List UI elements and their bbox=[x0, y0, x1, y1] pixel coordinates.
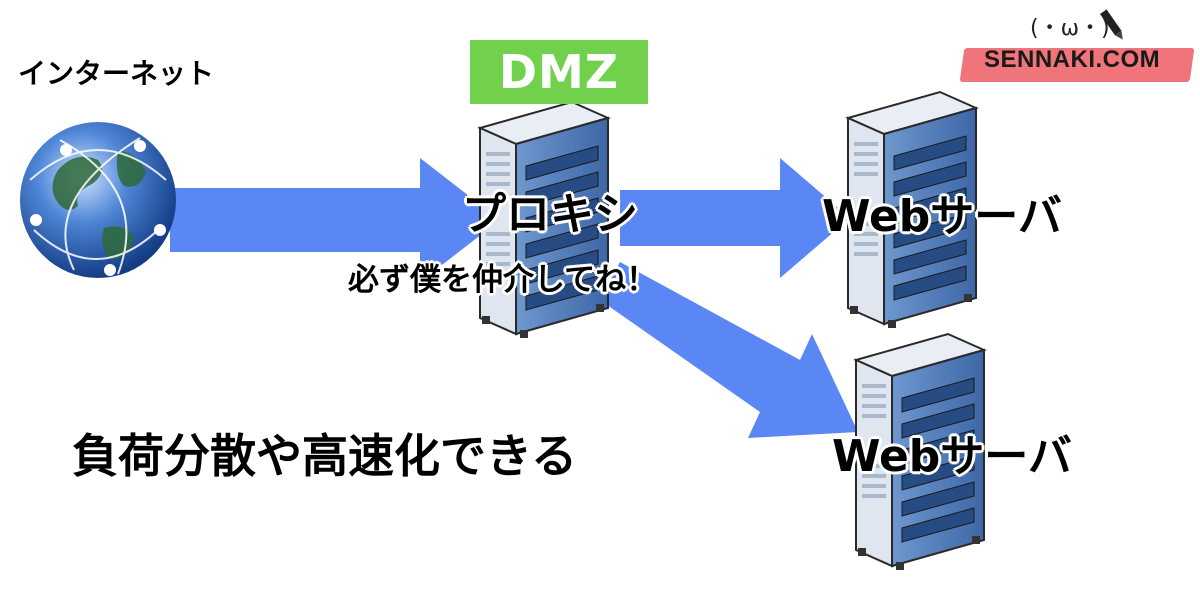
arrow-proxy-to-web1 bbox=[620, 158, 850, 278]
internet-label: インターネット bbox=[18, 57, 215, 90]
web-server-2-label: Webサーバ bbox=[832, 431, 1072, 482]
pen-icon bbox=[1100, 9, 1123, 40]
dmz-badge bbox=[470, 40, 648, 104]
dmz-label: DMZ bbox=[498, 45, 620, 99]
proxy-note: 必ず僕を仲介してね！ bbox=[348, 262, 658, 298]
brand-face: (・ω・) bbox=[1030, 16, 1110, 41]
arrow-internet-to-proxy bbox=[170, 158, 500, 282]
summary-text: 負荷分散や高速化できる bbox=[72, 429, 578, 483]
arrow-proxy-to-web2 bbox=[600, 262, 858, 438]
proxy-label: プロキシ bbox=[462, 189, 638, 240]
web-server-1-label: Webサーバ bbox=[822, 191, 1062, 242]
brand-name: SENNAKI.COM bbox=[984, 46, 1161, 73]
globe-icon bbox=[20, 122, 176, 278]
